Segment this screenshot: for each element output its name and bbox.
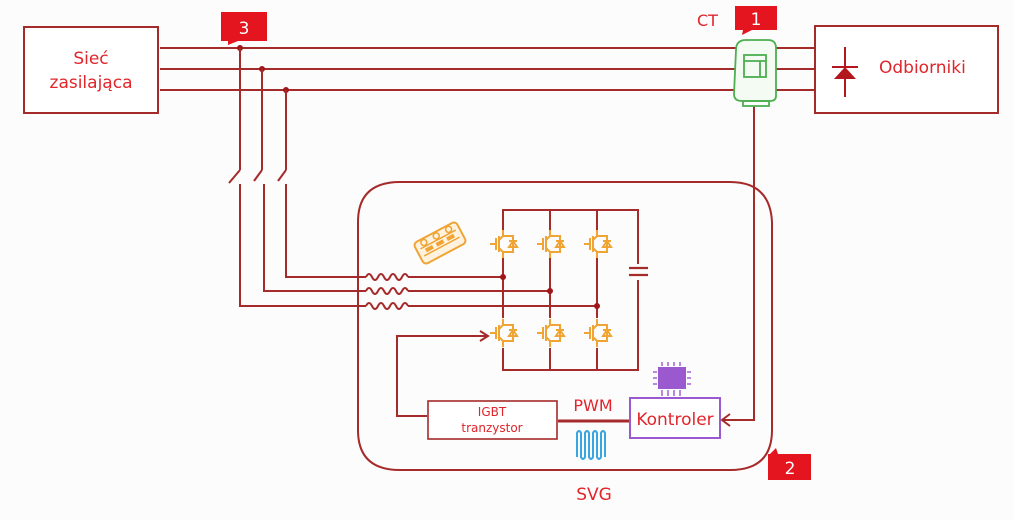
inverter-bridge: [500, 209, 639, 371]
igbt-icon: [537, 230, 566, 258]
igbt-module-icon: [413, 221, 467, 265]
reactor-coil-icon: [365, 273, 597, 310]
igbt-icon: [537, 319, 566, 347]
capacitor-icon: [629, 266, 648, 277]
microcontroller-chip-icon: [653, 362, 691, 396]
igbt-icon: [490, 230, 519, 258]
pwm-label: PWM: [573, 396, 612, 415]
badge-3: 3: [221, 12, 267, 45]
diode-icon: [832, 47, 858, 97]
grid-label-line1: Sieć: [73, 49, 108, 69]
svg-label: SVG: [576, 485, 612, 505]
igbt-driver-box: [427, 400, 558, 440]
svg-text:1: 1: [751, 10, 762, 30]
controller-box: [629, 397, 721, 439]
load-node: Odbiorniki: [814, 25, 999, 114]
gate-drive-wire: [396, 335, 488, 417]
igbt-driver-node: IGBT tranzystor: [427, 400, 558, 440]
igbt-label-line1: IGBT: [478, 405, 507, 419]
load-label: Odbiorniki: [879, 58, 966, 78]
igbt-icon: [584, 319, 613, 347]
igbt-icon: [490, 319, 519, 347]
ct-feedback-wire: [722, 106, 755, 421]
svg-text:3: 3: [239, 19, 250, 39]
ct-label: CT: [697, 11, 718, 30]
badge-2: 2: [768, 448, 811, 480]
grid-source-node: Sieć zasilająca: [23, 26, 159, 114]
switch-icon: [228, 169, 287, 184]
current-transformer-icon: [733, 39, 777, 107]
arrow-icon: [479, 330, 490, 342]
controller-node: Kontroler: [629, 397, 721, 439]
svg-text:2: 2: [785, 459, 796, 479]
badge-1: 1: [735, 6, 777, 35]
tap-connections: [237, 45, 289, 170]
igbt-icon: [584, 230, 613, 258]
feeder-wires: [239, 184, 366, 307]
grid-label-line2: zasilająca: [50, 73, 133, 93]
reactor-coil-icon: [576, 430, 606, 460]
three-phase-bus: [160, 47, 815, 91]
controller-label: Kontroler: [636, 410, 713, 430]
arrow-icon: [720, 413, 731, 427]
svg-enclosure: [357, 181, 773, 471]
igbt-label-line2: tranzystor: [461, 421, 522, 435]
grid-box: [23, 26, 159, 114]
igbt-symbols: [490, 230, 613, 347]
